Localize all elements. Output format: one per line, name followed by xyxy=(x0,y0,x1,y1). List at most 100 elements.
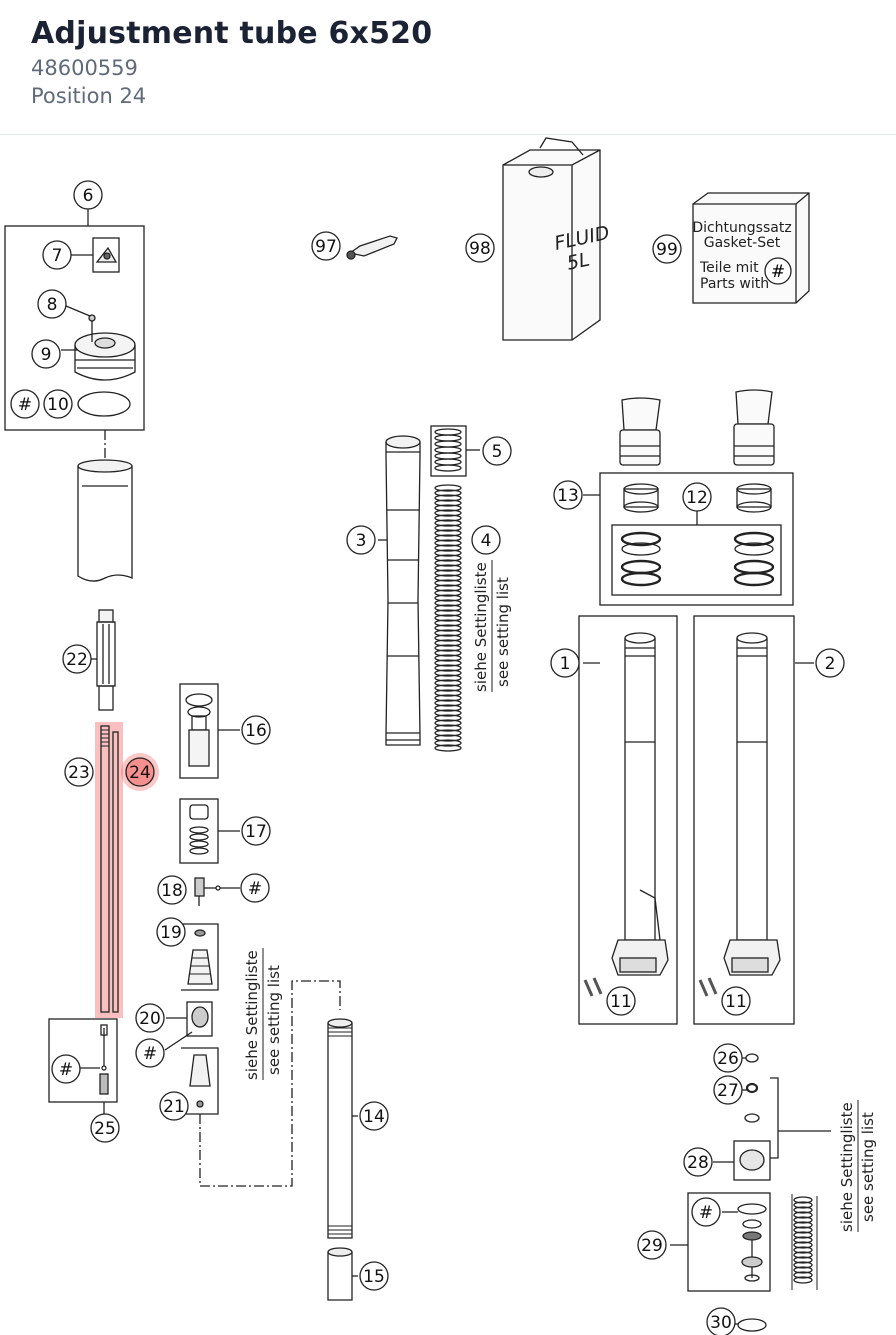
spring-coil xyxy=(434,634,462,642)
callout-number: 12 xyxy=(686,488,708,508)
spring-coil xyxy=(793,1211,813,1219)
callout-circle xyxy=(135,1003,165,1033)
callout-c25[interactable]: 25 xyxy=(90,1113,120,1143)
callout-c24[interactable]: 24 xyxy=(121,753,159,791)
callout-c14[interactable]: 14 xyxy=(359,1101,389,1131)
callout-c26[interactable]: 26 xyxy=(713,1043,743,1073)
callout-circle xyxy=(10,389,40,419)
spring-coil xyxy=(434,659,462,667)
callout-h20[interactable]: # xyxy=(135,1038,165,1068)
callout-circle xyxy=(652,234,682,264)
callout-c27[interactable]: 27 xyxy=(713,1075,743,1105)
callout-number: 27 xyxy=(717,1081,739,1101)
callout-c16[interactable]: 16 xyxy=(241,715,271,745)
callout-c4[interactable]: 4 xyxy=(471,525,501,555)
callout-circle xyxy=(90,1113,120,1143)
callout-circle xyxy=(553,480,583,510)
spring-coil xyxy=(434,719,462,727)
callout-number: 25 xyxy=(94,1119,116,1139)
callout-c5[interactable]: 5 xyxy=(482,436,512,466)
callout-number: 28 xyxy=(687,1153,709,1173)
callout-c98[interactable]: 98 xyxy=(465,233,495,263)
spring-coil xyxy=(793,1236,813,1244)
callout-c29[interactable]: 29 xyxy=(637,1230,667,1260)
callout-c17[interactable]: 17 xyxy=(241,816,271,846)
callout-c19[interactable]: 19 xyxy=(156,917,186,947)
callout-number: 99 xyxy=(656,240,678,260)
spring-coil xyxy=(434,549,462,557)
callout-number: 11 xyxy=(725,992,747,1012)
callout-circle xyxy=(135,1038,165,1068)
callout-c10[interactable]: 10 xyxy=(43,389,73,419)
spring-coil xyxy=(434,734,462,742)
spring-coil xyxy=(434,699,462,707)
callout-c7[interactable]: 7 xyxy=(42,240,72,270)
callout-c12[interactable]: 12 xyxy=(682,482,712,512)
spring-coil xyxy=(434,584,462,592)
callout-c28[interactable]: 28 xyxy=(683,1147,713,1177)
callout-c2[interactable]: 2 xyxy=(815,648,845,678)
callout-c6[interactable]: 6 xyxy=(73,180,103,210)
spring-coil xyxy=(793,1271,813,1279)
callout-circle xyxy=(471,525,501,555)
part-header: Adjustment tube 6x520 48600559 Position … xyxy=(0,0,896,135)
callout-circle xyxy=(606,986,636,1016)
callout-circle xyxy=(37,289,67,319)
callout-h29[interactable]: # xyxy=(691,1197,721,1227)
callout-c11a[interactable]: 11 xyxy=(606,986,636,1016)
callout-c13[interactable]: 13 xyxy=(553,480,583,510)
spring-coil xyxy=(793,1241,813,1249)
callout-number: # xyxy=(59,1060,73,1080)
callout-number: 22 xyxy=(66,650,88,670)
callout-number: 10 xyxy=(47,395,69,415)
spring-coil xyxy=(434,669,462,677)
spring-coil xyxy=(434,559,462,567)
callout-h25[interactable]: # xyxy=(51,1054,81,1084)
callout-number: 17 xyxy=(245,822,267,842)
spring-coil xyxy=(434,589,462,597)
callout-c22[interactable]: 22 xyxy=(62,644,92,674)
setting-note-en-2: see setting list xyxy=(265,965,283,1075)
spring-coil xyxy=(793,1251,813,1259)
spring-coil xyxy=(434,744,462,752)
callout-c11b[interactable]: 11 xyxy=(721,986,751,1016)
callout-number: 26 xyxy=(717,1049,739,1069)
spring-coil xyxy=(793,1221,813,1229)
spring-coil xyxy=(434,519,462,527)
callout-number: # xyxy=(143,1044,157,1064)
callout-number: 21 xyxy=(163,1097,185,1117)
callout-c23[interactable]: 23 xyxy=(64,757,94,787)
spring-coil xyxy=(434,624,462,632)
callout-c1[interactable]: 1 xyxy=(550,648,580,678)
callout-c99[interactable]: 99 xyxy=(652,234,682,264)
callout-h18[interactable]: # xyxy=(240,873,270,903)
callout-c97[interactable]: 97 xyxy=(311,231,341,261)
spring-coil xyxy=(434,484,462,492)
callout-h10[interactable]: # xyxy=(10,389,40,419)
callout-number: 20 xyxy=(139,1009,161,1029)
spring-coil xyxy=(434,494,462,502)
callout-c8[interactable]: 8 xyxy=(37,289,67,319)
position-label: Position 24 xyxy=(31,84,147,108)
callout-c21[interactable]: 21 xyxy=(159,1091,189,1121)
callout-circle xyxy=(550,648,580,678)
kit-label-2: Gasket-Set xyxy=(704,235,781,251)
spring-coil xyxy=(434,714,462,722)
callout-c18[interactable]: 18 xyxy=(157,875,187,905)
spring-coil xyxy=(434,679,462,687)
callout-circle xyxy=(346,525,376,555)
callout-number: 18 xyxy=(161,881,183,901)
callout-c30[interactable]: 30 xyxy=(706,1307,736,1335)
part-number: 48600559 xyxy=(31,56,138,80)
callout-circle xyxy=(51,1054,81,1084)
spring-coil xyxy=(434,674,462,682)
setting-note-en-3: see setting list xyxy=(859,1112,877,1222)
callout-c20[interactable]: 20 xyxy=(135,1003,165,1033)
callout-circle xyxy=(157,875,187,905)
callout-c9[interactable]: 9 xyxy=(31,339,61,369)
spring-coil xyxy=(434,509,462,517)
callout-number: 97 xyxy=(315,237,337,257)
callout-c3[interactable]: 3 xyxy=(346,525,376,555)
callout-circle xyxy=(683,1147,713,1177)
callout-c15[interactable]: 15 xyxy=(359,1261,389,1291)
